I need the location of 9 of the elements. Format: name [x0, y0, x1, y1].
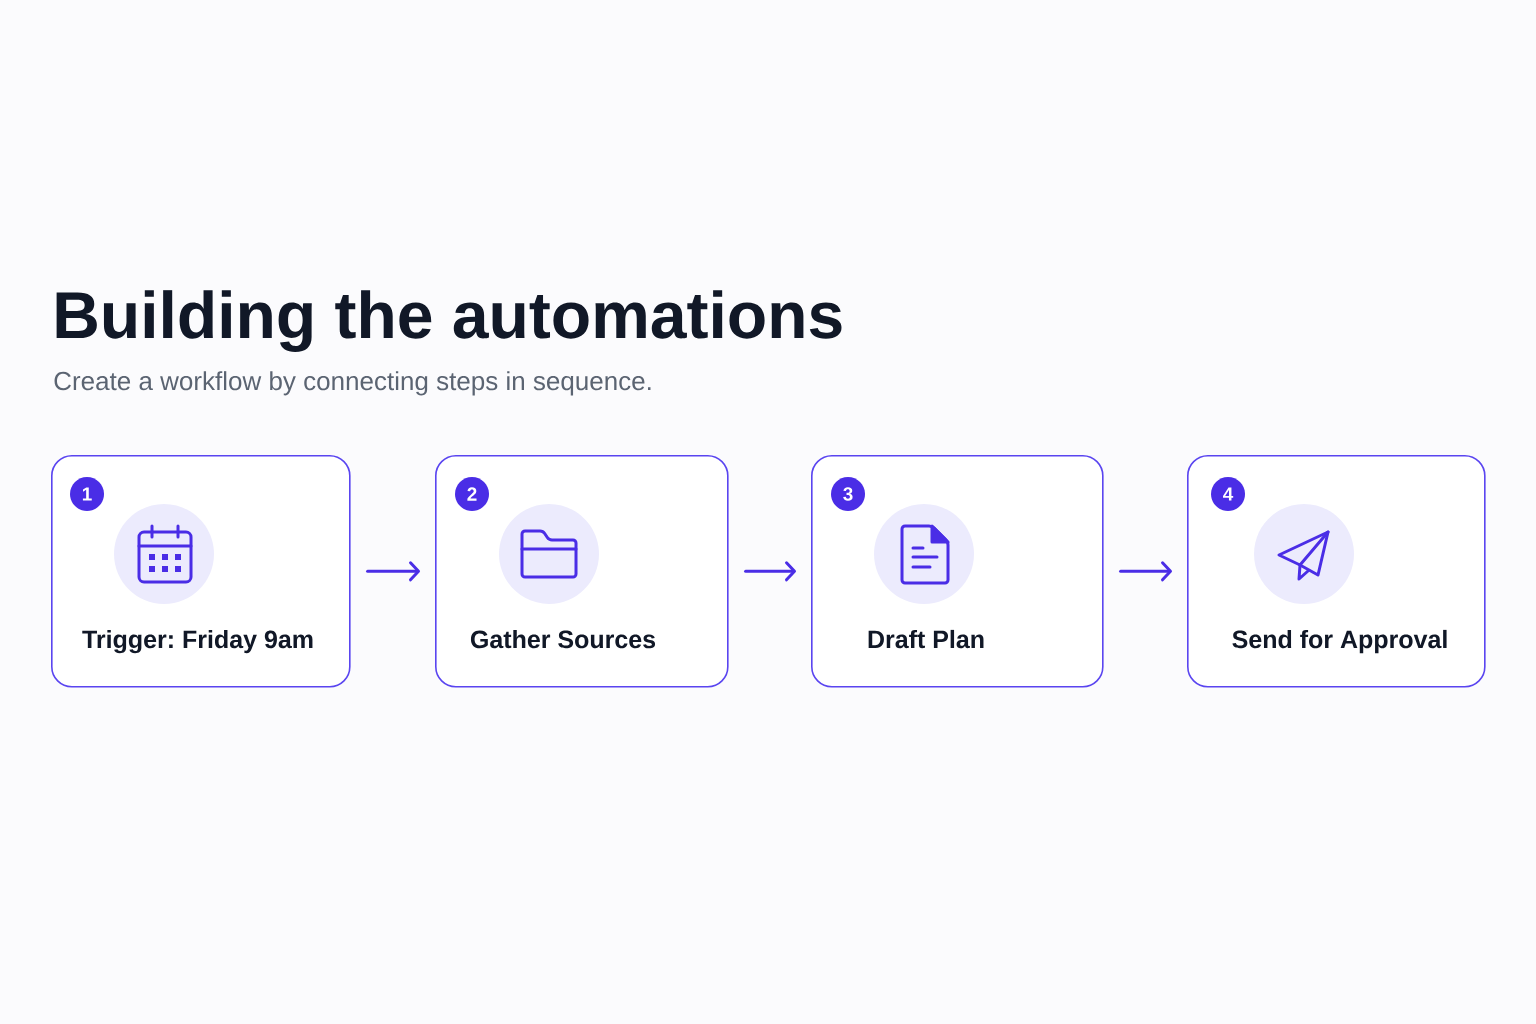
arrow — [366, 561, 420, 582]
subtitle: Create a workflow by connecting steps in sequence. — [54, 371, 651, 396]
arrow — [744, 561, 796, 582]
arrow — [1119, 561, 1172, 582]
number-badge: 4 — [1211, 477, 1245, 511]
number-badge: 2 — [455, 477, 489, 511]
number-badge: 1 — [70, 477, 104, 511]
number-badge: 3 — [831, 477, 865, 511]
title: Building the automations — [56, 290, 842, 352]
